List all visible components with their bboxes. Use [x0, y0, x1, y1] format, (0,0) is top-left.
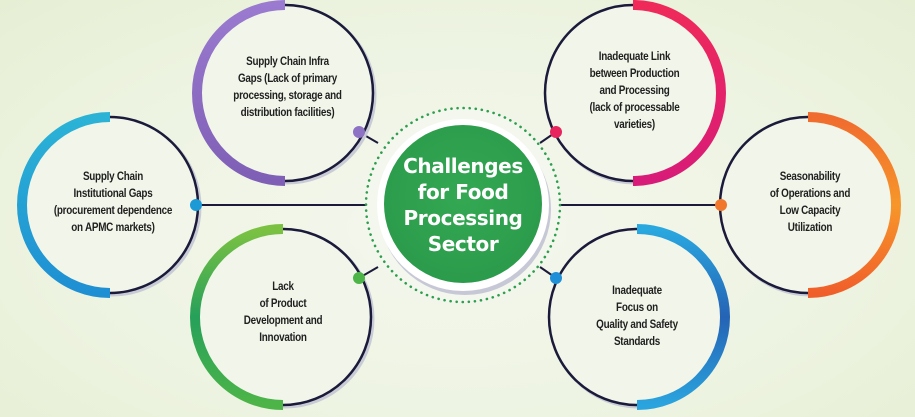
node-dot-blue-left: [190, 199, 202, 211]
node-text-line: Inadequate Link: [598, 50, 671, 63]
node-inadequate-quality-safety: Inadequate Focus on Quality and Safety S…: [568, 272, 706, 362]
node-text-line: distribution facilities): [240, 107, 335, 119]
node-text-line: Institutional Gaps: [73, 188, 153, 200]
node-dot-pink: [550, 126, 562, 138]
node-text-line: Supply Chain Infra: [246, 56, 329, 68]
center-title-line: Processing: [403, 206, 523, 230]
node-text-line: on APMC markets): [71, 222, 155, 234]
node-text-line: varieties): [614, 118, 655, 131]
node-text-line: (lack of processable: [589, 101, 680, 114]
node-text-line: Standards: [613, 336, 661, 348]
center-hub: [364, 106, 562, 304]
center-title-line: Sector: [427, 232, 499, 256]
node-supply-chain-institutional-gaps: Supply Chain Institutional Gaps (procure…: [40, 158, 186, 248]
node-text-line: Supply Chain: [82, 171, 144, 183]
node-text-line: Utilization: [787, 222, 833, 234]
node-text-line: of Operations and: [769, 188, 851, 200]
center-title: Challenges for Food Processing Sector: [383, 125, 543, 285]
node-text-line: Lack: [272, 281, 294, 293]
node-text-line: Seasonability: [779, 171, 841, 183]
center-title-line: Challenges: [403, 154, 523, 178]
node-text-line: processing, storage and: [233, 90, 342, 102]
node-text-line: (procurement dependence: [53, 205, 173, 217]
node-inadequate-link: Inadequate Link between Production and P…: [564, 36, 706, 146]
node-ring-product-development: [190, 224, 375, 410]
node-dot-blue-right: [550, 272, 562, 284]
node-text-line: Focus on: [616, 302, 658, 314]
node-text-line: of Product: [259, 298, 307, 310]
node-lack-product-development: Lack of Product Development and Innovati…: [214, 268, 352, 358]
node-ring-seasonability: [715, 112, 901, 298]
node-text-line: Quality and Safety: [596, 319, 678, 331]
node-ring-supply-chain-infra: [192, 0, 377, 186]
node-dot-green: [353, 272, 365, 284]
node-seasonability: Seasonability of Operations and Low Capa…: [741, 158, 879, 248]
node-dot-purple: [353, 126, 365, 138]
center-title-line: for Food: [417, 180, 509, 204]
node-text-line: Gaps (Lack of primary: [237, 73, 338, 85]
node-ring-inadequate-link: [543, 0, 726, 186]
node-text-line: between Production: [589, 67, 680, 80]
node-text-line: Low Capacity: [779, 205, 841, 217]
node-ring-institutional-gaps: [17, 112, 202, 298]
node-text-line: Development and: [243, 315, 323, 327]
node-ring-quality-safety: [547, 224, 730, 410]
node-supply-chain-infra-gaps: Supply Chain Infra Gaps (Lack of primary…: [217, 43, 359, 133]
node-dot-orange: [715, 199, 727, 211]
node-text-line: Innovation: [259, 332, 307, 344]
node-text-line: and Processing: [599, 84, 670, 97]
node-text-line: Inadequate: [612, 285, 662, 297]
